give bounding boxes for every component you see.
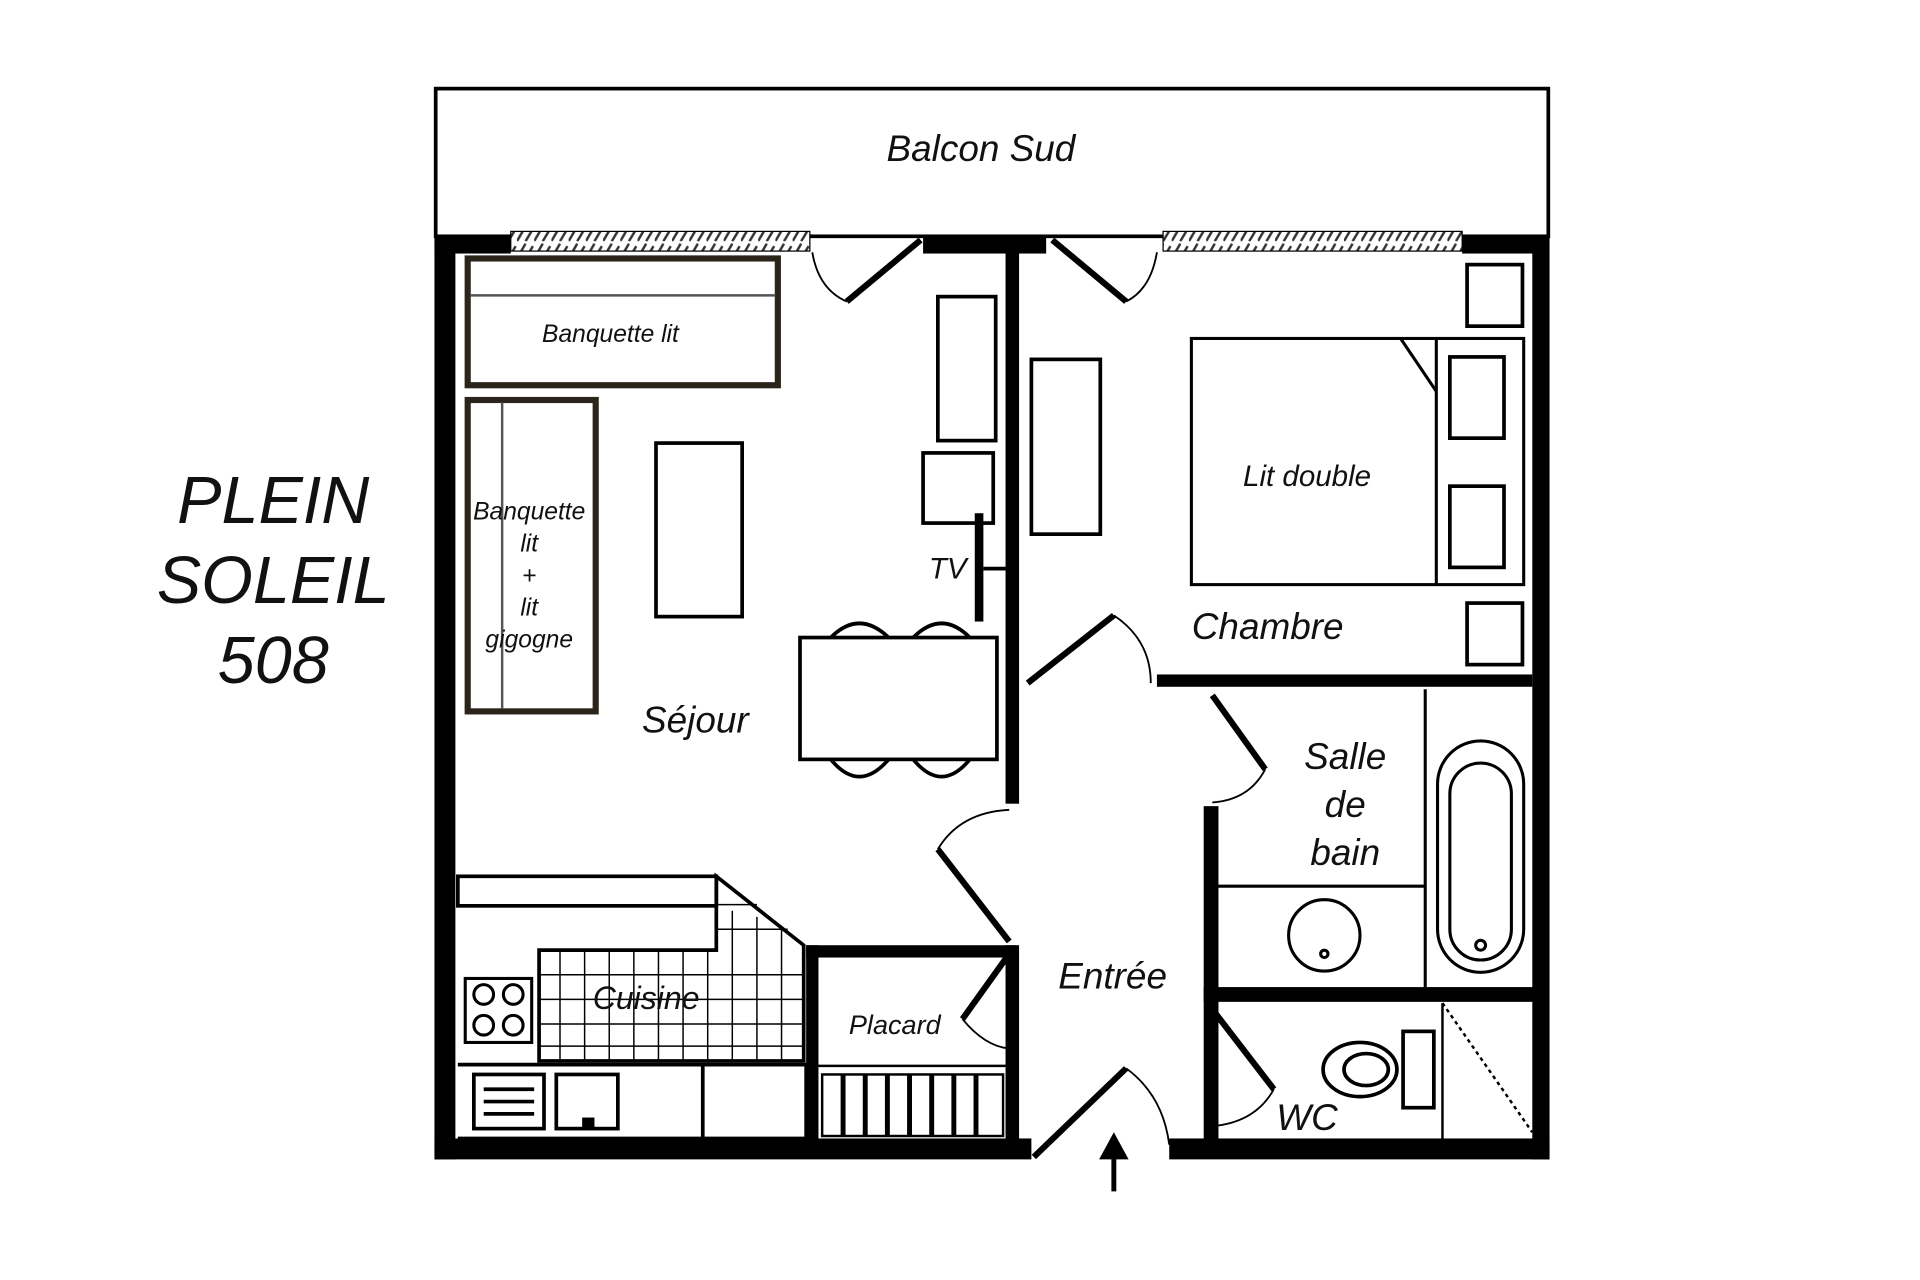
label-line: + <box>522 562 536 589</box>
closet-label: Placard <box>849 1009 942 1040</box>
label-line: Banquette <box>473 498 585 525</box>
toilet-icon <box>1321 1029 1436 1110</box>
title-line-1: PLEIN <box>177 464 370 538</box>
bedroom-label: Chambre <box>1192 606 1344 647</box>
outer-walls <box>434 236 1550 1160</box>
tv-label: TV <box>929 552 969 585</box>
oven-icon <box>472 1072 546 1131</box>
living-room-label: Séjour <box>642 699 750 740</box>
side-box <box>1465 262 1525 328</box>
title-line-2: SOLEIL <box>157 544 390 618</box>
sofa-bed-trundle <box>464 396 599 715</box>
label-line: bain <box>1310 832 1380 873</box>
label-line: de <box>1325 784 1366 825</box>
kitchen-label: Cuisine <box>593 980 700 1016</box>
bathroom-fixtures <box>1218 689 1526 988</box>
sofa-bed-label: Banquette lit <box>542 321 680 348</box>
label-line: gigogne <box>485 626 573 653</box>
interior-doors <box>935 612 1277 1160</box>
entry-label: Entrée <box>1058 955 1167 996</box>
nightstand <box>1448 355 1506 440</box>
plan-title: PLEIN SOLEIL 508 <box>157 464 390 698</box>
label-line: lit <box>520 594 539 621</box>
cabinet <box>936 294 998 443</box>
sofa-bed-trundle-label: Banquette lit + lit gigogne <box>473 498 585 653</box>
tv-stand <box>921 451 996 525</box>
tv <box>974 513 1006 622</box>
balcony-doors <box>811 237 1158 304</box>
balcony-label: Balcon Sud <box>887 128 1077 169</box>
sink-icon <box>554 1072 620 1131</box>
dining-table <box>798 621 999 779</box>
double-bed-label: Lit double <box>1243 460 1371 493</box>
bathroom-label: Salle de bain <box>1304 736 1386 873</box>
wc-label: WC <box>1276 1097 1338 1138</box>
nightstand <box>1448 484 1506 570</box>
double-bed <box>1189 336 1526 587</box>
coffee-table <box>654 441 744 619</box>
side-box <box>1465 601 1525 667</box>
label-line: lit <box>520 530 539 557</box>
stove-icon <box>463 976 534 1044</box>
shower-corner <box>1441 1002 1534 1139</box>
title-line-3: 508 <box>218 624 329 698</box>
window-bedroom <box>1162 230 1463 252</box>
interior-walls <box>806 252 1549 1145</box>
sofa-bed <box>464 255 781 389</box>
window-living <box>510 230 811 252</box>
closet <box>818 1064 1006 1138</box>
kitchen-tiles <box>539 903 804 1061</box>
dresser <box>1029 357 1103 536</box>
label-line: Salle <box>1304 736 1386 777</box>
kitchen-counter <box>456 872 808 1141</box>
entry-arrow-icon <box>1099 1132 1129 1192</box>
